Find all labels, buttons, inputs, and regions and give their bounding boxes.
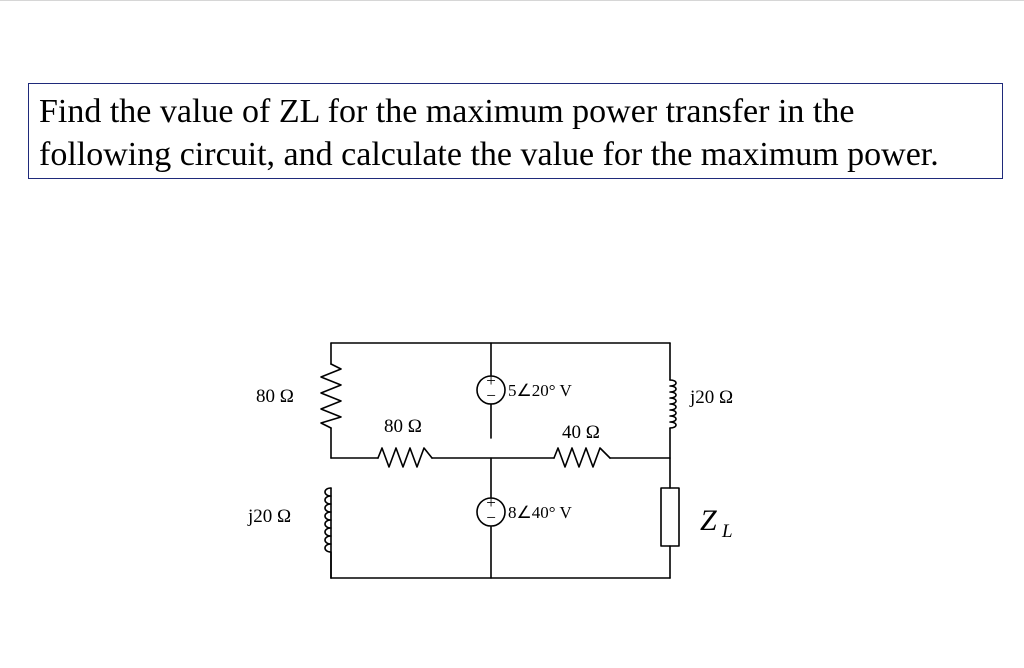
middle-right-resistor-label: 40 Ω xyxy=(562,422,600,443)
left-top-resistor-label: 80 Ω xyxy=(256,386,294,407)
left-bottom-inductor-label: j20 Ω xyxy=(247,506,291,527)
load-label-subscript: L xyxy=(721,521,733,542)
top-voltage-source-symbol xyxy=(476,375,506,405)
top-source-label: 5∠20° V xyxy=(508,381,572,400)
left-top-resistor-symbol xyxy=(320,363,342,429)
load-label-main: Z xyxy=(700,504,717,537)
top-divider xyxy=(0,0,1024,1)
middle-right-resistor-symbol xyxy=(553,447,611,468)
bottom-source-minus: − xyxy=(486,508,496,527)
question-line-2: following circuit, and calculate the val… xyxy=(39,136,939,173)
bottom-voltage-source-symbol xyxy=(476,497,506,527)
right-inductor-symbol xyxy=(669,379,677,429)
top-source-plus: + xyxy=(486,371,496,390)
right-inductor-label: j20 Ω xyxy=(689,387,733,408)
bottom-source-label: 8∠40° V xyxy=(508,503,572,522)
bottom-source-plus: + xyxy=(486,493,496,512)
question-line-1: Find the value of ZL for the maximum pow… xyxy=(39,93,855,130)
left-bottom-inductor-symbol xyxy=(324,487,332,579)
middle-left-resistor-label: 80 Ω xyxy=(384,416,422,437)
load-impedance-symbol xyxy=(660,487,680,547)
top-source-minus: − xyxy=(486,386,496,405)
question-box: Find the value of ZL for the maximum pow… xyxy=(28,83,1003,179)
middle-left-resistor-symbol xyxy=(377,447,433,468)
